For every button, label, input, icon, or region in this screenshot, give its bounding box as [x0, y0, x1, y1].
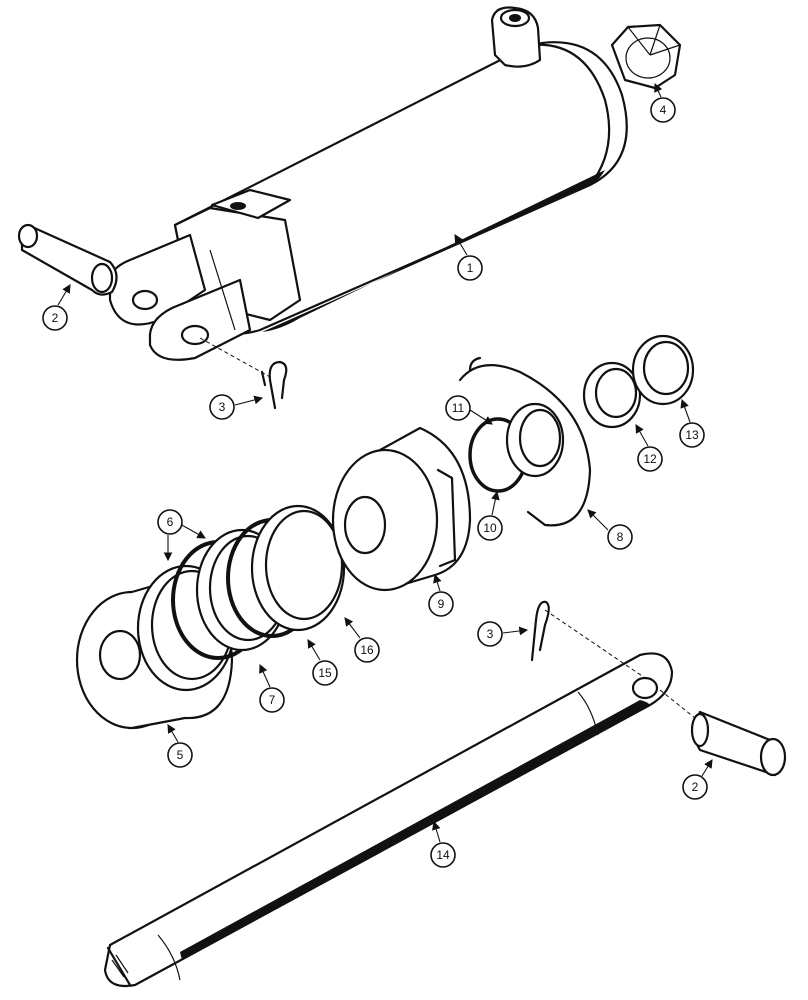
callout-3-lower: [477, 621, 503, 647]
cotter-pin-upper: [199, 337, 288, 410]
callout-7-label: 7: [269, 693, 276, 707]
wiper-rings: [582, 334, 695, 429]
pin-lower: [659, 689, 787, 777]
callout-2-upper: [42, 305, 68, 331]
callout-16-label: 16: [360, 643, 374, 657]
callout-2-upper-label: 2: [52, 311, 59, 325]
callout-16: [354, 637, 380, 663]
callout-1: [457, 255, 483, 281]
callout-1-label: 1: [467, 261, 474, 275]
piston-rod: [103, 652, 674, 988]
callout-4: [650, 97, 676, 123]
callout-5: [167, 742, 193, 768]
callout-3-upper: [209, 394, 235, 420]
callout-15: [312, 660, 338, 686]
callout-6: [157, 509, 183, 535]
callout-13-label: 13: [685, 428, 699, 442]
callout-12-label: 12: [643, 452, 657, 466]
callout-10: [477, 515, 503, 541]
seal-rings: [136, 504, 346, 692]
callout-2-lower: [682, 774, 708, 800]
callout-3-lower-label: 3: [487, 627, 494, 641]
callout-14: [430, 842, 456, 868]
callout-4-label: 4: [660, 103, 667, 117]
callout-2-lower-label: 2: [692, 780, 699, 794]
callout-9: [428, 591, 454, 617]
callout-11-label: 11: [452, 401, 465, 415]
callout-3-upper-label: 3: [219, 400, 226, 414]
callout-12: [637, 446, 663, 472]
callout-5-label: 5: [177, 748, 184, 762]
callout-15-label: 15: [318, 666, 332, 680]
split-ring: [458, 356, 592, 527]
o-rings-small: [468, 402, 565, 493]
callouts: 1 2 3 4 11 12 13 10 8: [42, 83, 713, 868]
hex-nut: [610, 23, 682, 90]
callout-14-label: 14: [436, 848, 450, 862]
cotter-pin-lower: [530, 600, 649, 681]
pin-upper: [17, 223, 118, 296]
callout-8: [607, 524, 633, 550]
cylinder-barrel: [108, 6, 628, 361]
callout-9-label: 9: [438, 597, 445, 611]
callout-6-label: 6: [167, 515, 174, 529]
callout-13: [679, 422, 705, 448]
callout-7: [259, 687, 285, 713]
piston: [331, 426, 472, 592]
callout-8-label: 8: [617, 530, 624, 544]
callout-11: [445, 395, 471, 421]
callout-10-label: 10: [483, 521, 497, 535]
